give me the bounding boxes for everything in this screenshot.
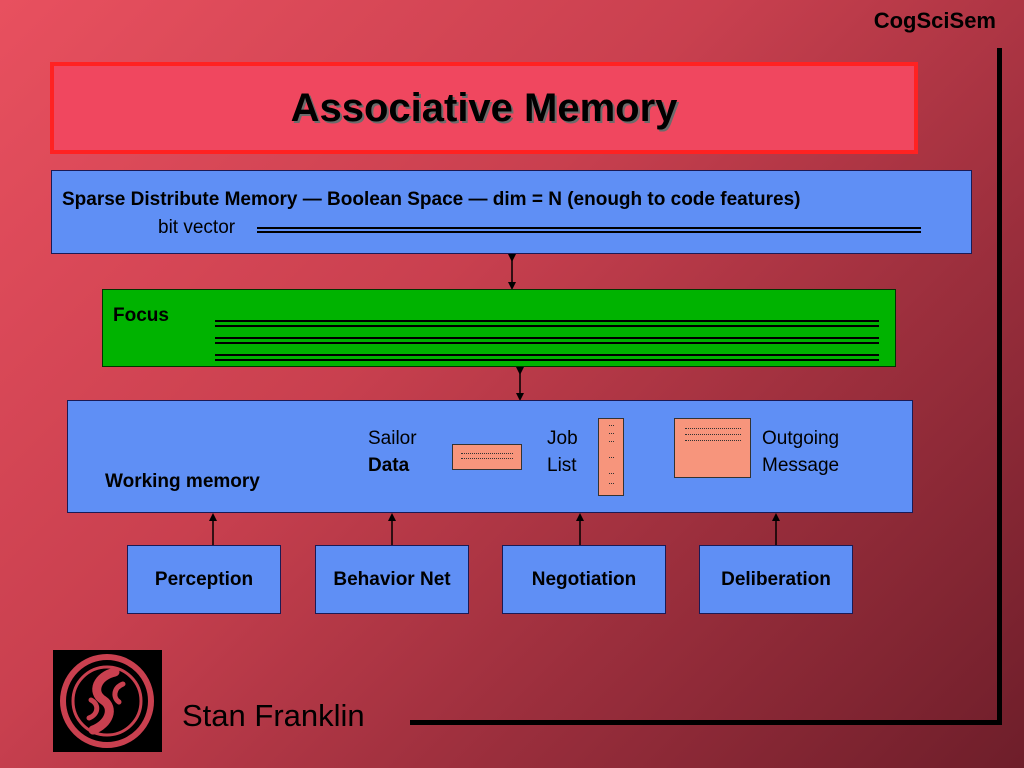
working-memory-box: Sailor Data Job List Outgoing Message Wo…	[67, 400, 913, 513]
module-perception: Perception	[127, 545, 281, 614]
logo-emblem-icon	[60, 654, 154, 748]
header-label: CogSciSem	[873, 8, 996, 33]
frame-line-bottom	[410, 720, 1002, 725]
sdm-description: Sparse Distribute Memory — Boolean Space…	[62, 189, 801, 210]
outgoing-message-record	[674, 418, 751, 478]
focus-box: Focus	[102, 289, 896, 367]
title-box: Associative Memory	[50, 62, 918, 154]
bit-vector-label: bit vector	[158, 217, 236, 238]
module-behavior-net: Behavior Net	[315, 545, 469, 614]
list-label: List	[547, 455, 577, 476]
job-label: Job	[547, 428, 578, 449]
frame-line-right	[997, 48, 1002, 724]
author-name: Stan Franklin	[182, 698, 365, 733]
job-list-record	[598, 418, 624, 496]
sailor-data-record	[452, 444, 522, 470]
data-label: Data	[368, 455, 410, 476]
focus-vector-line	[215, 337, 879, 344]
logo	[53, 650, 162, 752]
module-negotiation: Negotiation	[502, 545, 666, 614]
module-deliberation: Deliberation	[699, 545, 853, 614]
slide-title: Associative Memory	[290, 85, 678, 130]
bit-vector-line	[257, 227, 921, 233]
focus-vector-line	[215, 354, 879, 361]
sdm-box: Sparse Distribute Memory — Boolean Space…	[51, 170, 972, 254]
focus-vector-line	[215, 320, 879, 327]
outgoing-label: Outgoing	[762, 428, 840, 449]
focus-label: Focus	[113, 305, 169, 326]
sailor-label: Sailor	[368, 428, 417, 449]
working-memory-label: Working memory	[105, 471, 260, 492]
message-label: Message	[762, 455, 840, 476]
